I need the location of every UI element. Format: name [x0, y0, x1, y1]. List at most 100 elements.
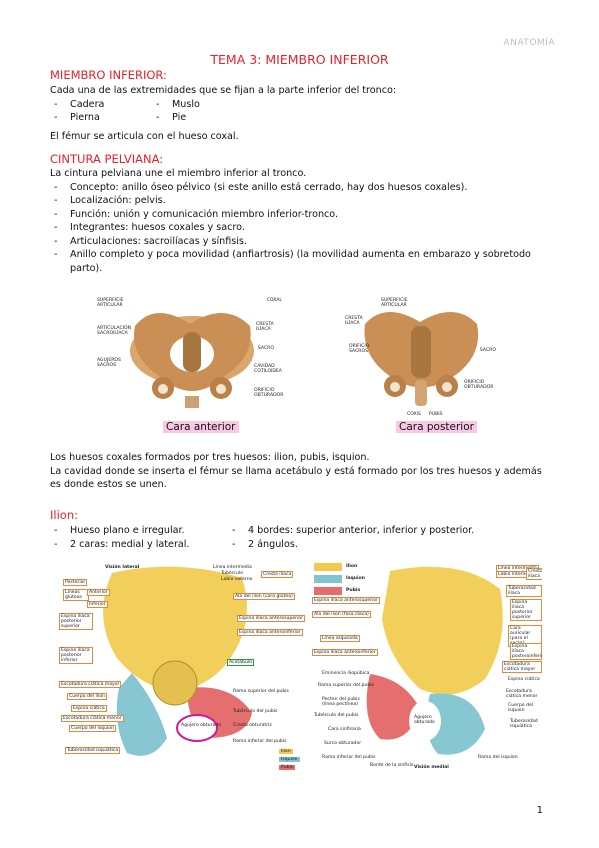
- figure-label: PUBIS: [429, 412, 443, 417]
- legend-pubis: Pubis: [279, 765, 296, 770]
- lateral-label: Espina ilíaca posterior inferior: [59, 647, 93, 664]
- medial-label: Espina ilíaca anteroinferior: [312, 649, 378, 656]
- figure-label: CRESTA ILÍACA: [345, 316, 363, 326]
- page-number: 1: [536, 805, 543, 816]
- part-item: Cadera: [50, 98, 152, 112]
- legend-pubis: Pubis: [346, 588, 361, 593]
- lateral-label: Inferior: [87, 601, 108, 608]
- parts-row-1: Cadera Muslo: [50, 98, 550, 112]
- parts-row-2: Pierna Pie: [50, 111, 550, 125]
- bullet-item: Articulaciones: sacroilíacas y sínfisis.: [50, 235, 550, 249]
- bullet-item: Integrantes: huesos coxales y sacro.: [50, 221, 550, 235]
- lateral-label: Ala del ilion (cara glútea): [233, 593, 295, 600]
- legend-isquion: Isquion: [279, 757, 300, 762]
- section-heading-miembro: MIEMBRO INFERIOR:: [50, 68, 167, 82]
- part-item: Pierna: [50, 111, 152, 125]
- medial-label: Cuerpo del isquion: [508, 703, 534, 713]
- pelvis-anterior-figure: SUPERFICIE ARTICULAR ARTICULACIÓN SACROI…: [95, 296, 288, 420]
- lateral-label: Espina ilíaca anterosuperior: [237, 615, 305, 622]
- lateral-small-label: Labio externo: [221, 577, 253, 582]
- medial-label: Espina ilíaca anterosuperior: [312, 597, 380, 604]
- coxal-medial-illustration: [314, 563, 503, 755]
- medial-label: Tubérculo del pubis: [314, 713, 359, 718]
- lateral-label: Espina ciática: [71, 705, 107, 712]
- medial-label: Eminencia iliopúbica: [322, 671, 370, 676]
- legend-ilion: Ilion: [346, 564, 358, 569]
- section1-body: Cada una de las extremidades que se fija…: [50, 84, 550, 143]
- medial-label: Espina ciática: [508, 677, 540, 682]
- figure-label: CAVIDAD COTILOIDEA: [254, 364, 282, 374]
- lateral-label: Cuerpo del ilion: [67, 693, 108, 700]
- medial-label: Agujero obturado: [414, 715, 435, 725]
- bullet-item: Función: unión y comunicación miembro in…: [50, 208, 550, 222]
- page-header: ANATOMÍA: [503, 38, 555, 48]
- lateral-label: Cresta ilíaca: [261, 571, 294, 578]
- lateral-label: Espina ilíaca anteroinferior: [237, 629, 303, 636]
- femur-sentence: El fémur se articula con el hueso coxal.: [50, 130, 239, 142]
- section-heading-ilion: Ilion:: [50, 508, 78, 522]
- medial-label: Rama del isquion: [478, 755, 518, 760]
- ilion-list: Hueso plano e irregular. 4 bordes: super…: [50, 524, 550, 551]
- pelvis-anterior-illustration: [130, 312, 254, 408]
- part-item: Muslo: [152, 98, 200, 112]
- medial-label: Escotadura ciática menor: [506, 689, 538, 699]
- figure-label: ORIFICIO OBTURADOR: [254, 388, 284, 398]
- figure-title: Visión lateral: [105, 565, 140, 570]
- caption-cara-posterior: Cara posterior: [396, 421, 477, 433]
- lateral-label: Posterior: [63, 579, 88, 586]
- figure-label: COXAL: [266, 298, 282, 303]
- lateral-small-label: Tubérculo: [221, 571, 244, 576]
- ilion-row: Hueso plano e irregular. 4 bordes: super…: [50, 524, 550, 538]
- figure-label: COXIS: [407, 412, 421, 417]
- medial-label: Espina ilíaca posterior superior: [510, 599, 542, 621]
- bullet-item: Anillo completo y poca movilidad (anfiar…: [50, 248, 550, 275]
- lateral-label: Anterior: [87, 589, 110, 596]
- medial-label: Cara sinfisaria: [328, 727, 361, 732]
- lateral-small-label: Agujero obturado: [181, 723, 222, 728]
- medial-label: Ala del ilion (fosa ilíaca): [312, 611, 371, 618]
- figure-title: Visión medial: [414, 765, 449, 770]
- paragraph-line: La cavidad donde se inserta el fémur se …: [50, 465, 542, 491]
- caption-cara-anterior: Cara anterior: [163, 421, 239, 433]
- coxal-lateral-illustration: [103, 566, 252, 756]
- lateral-label: Líneas glúteas: [63, 589, 89, 601]
- pelvis-posterior-figure: SUPERFICIE ARTICULAR CRESTA ILÍACA ORIFI…: [345, 296, 498, 420]
- legend-isquion: Isquion: [346, 576, 366, 581]
- section2-intro: La cintura pelviana une el miembro infer…: [50, 168, 307, 179]
- medial-label: Pecten del pubis (línea pectínea): [322, 697, 360, 707]
- coxal-paragraph: Los huesos coxales formados por tres hue…: [50, 451, 550, 492]
- lateral-label: Escotadura ciática menor: [61, 715, 124, 722]
- section1-intro: Cada una de las extremidades que se fija…: [50, 85, 397, 96]
- medial-label: Escotadura ciática mayor: [502, 661, 542, 673]
- section2-body: La cintura pelviana une el miembro infer…: [50, 167, 550, 275]
- medial-label: Rama inferior del pubis: [322, 755, 376, 760]
- lateral-label: Rama inferior del pubis: [233, 739, 287, 744]
- page-title: TEMA 3: MIEMBRO INFERIOR: [210, 52, 389, 67]
- legend-ilion: Ilion: [279, 749, 293, 754]
- medial-label: Tuberosidad isquiática: [510, 719, 538, 729]
- ilion-item: Hueso plano e irregular.: [50, 524, 228, 538]
- medial-label: Cresta ilíaca: [526, 568, 542, 580]
- medial-label: Borde de la sínfisis: [370, 763, 414, 768]
- lateral-label: Tubérculo del pubis: [233, 709, 278, 714]
- lateral-label: Cresta obturatriz: [233, 723, 272, 728]
- paragraph-line: Los huesos coxales formados por tres hue…: [50, 452, 370, 463]
- ilion-row: 2 caras: medial y lateral. 2 ángulos.: [50, 538, 550, 552]
- lateral-label: Acetábulo: [227, 659, 254, 666]
- lateral-label: Escotadura ciática mayor: [59, 681, 122, 688]
- ilion-item: 2 caras: medial y lateral.: [50, 538, 228, 552]
- lateral-label: Espina ilíaca posterior superior: [59, 613, 93, 630]
- figure-label: ORIFICIO OBTURADOR: [464, 380, 494, 390]
- lateral-label: Cuerpo del isquion: [69, 725, 116, 732]
- figure-label: SACRO: [479, 348, 496, 353]
- figure-label: ORIFICIO SACROS: [349, 344, 370, 354]
- ilion-item: 2 ángulos.: [228, 538, 298, 552]
- pelvis-posterior-illustration: [364, 311, 479, 406]
- coxal-lateral-figure: Visión lateral Posterior Líneas glúteas …: [57, 563, 309, 775]
- lateral-small-label: Línea intermedia: [213, 565, 252, 570]
- bullet-item: Localización: pelvis.: [50, 194, 550, 208]
- part-item: Pie: [152, 111, 186, 125]
- figure-label: SACRO: [257, 346, 274, 351]
- bullet-item: Concepto: anillo óseo pélvico (si este a…: [50, 181, 550, 195]
- figure-label: SUPERFICIE ARTICULAR: [97, 298, 124, 308]
